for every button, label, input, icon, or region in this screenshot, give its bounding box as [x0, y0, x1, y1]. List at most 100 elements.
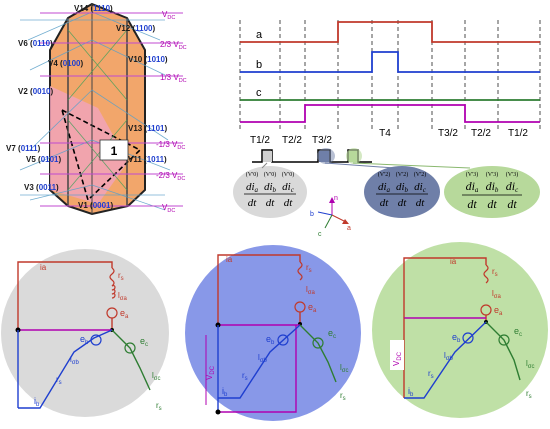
region-label: 1 [111, 144, 118, 158]
svg-text:rs: rs [340, 391, 346, 402]
derivative-group-0: (V'0) (V'0) (V'0) dia dib dic dt dt dt [233, 166, 307, 218]
svg-text:(V'3): (V'3) [486, 171, 498, 178]
svg-text:(V'2): (V'2) [378, 171, 390, 178]
svg-text:V14 (1110): V14 (1110) [74, 4, 113, 13]
svg-text:lσc: lσc [152, 371, 160, 382]
svg-text:dt: dt [248, 197, 258, 209]
svg-text:-1/3 VDC: -1/3 VDC [156, 140, 185, 151]
signal-a [240, 21, 540, 43]
svg-text:T3/2: T3/2 [438, 128, 458, 139]
svg-text:(V'0): (V'0) [264, 171, 276, 178]
svg-text:rs: rs [118, 271, 124, 282]
svg-text:n: n [334, 195, 338, 202]
svg-text:T4: T4 [379, 128, 391, 139]
svg-text:lσb: lσb [258, 353, 267, 364]
svg-text:V3 (0011): V3 (0011) [24, 183, 59, 192]
svg-text:ia: ia [450, 257, 457, 266]
signal-b-label: b [256, 59, 262, 71]
circuit-1-background [185, 245, 361, 421]
svg-text:(V'2): (V'2) [396, 171, 408, 178]
svg-text:VDC: VDC [205, 365, 216, 380]
circuit-0-background [1, 249, 169, 417]
svg-text:dia: dia [466, 179, 479, 194]
svg-text:dic: dic [282, 181, 295, 194]
svg-text:rs: rs [306, 263, 312, 274]
svg-text:dib: dib [486, 179, 499, 194]
derivative-group-1: (V'2) (V'2) (V'2) dia dib dic dt dt dt [364, 166, 440, 218]
signal-c-label: c [256, 87, 262, 99]
svg-text:VDC: VDC [392, 351, 403, 366]
svg-text:dib: dib [396, 181, 409, 194]
svg-text:dib: dib [264, 181, 277, 194]
derivative-group-2: (V'3) (V'3) (V'3) dia dib dic dt dt dt [444, 166, 540, 218]
svg-text:1/3 VDC: 1/3 VDC [160, 73, 187, 84]
svg-text:dia: dia [246, 181, 259, 194]
svg-text:ib: ib [34, 396, 40, 408]
svg-text:V7 (0111): V7 (0111) [6, 144, 41, 153]
svg-text:ib: ib [222, 386, 228, 398]
svg-text:T1/2: T1/2 [250, 135, 270, 146]
svg-text:c: c [318, 231, 322, 238]
axes-triad: n a b c [310, 195, 351, 238]
svg-text:dic: dic [414, 181, 427, 194]
svg-text:V4 (0100): V4 (0100) [48, 59, 83, 68]
svg-text:lσc: lσc [340, 363, 348, 374]
svg-text:dt: dt [416, 197, 426, 209]
svg-text:ec: ec [328, 328, 336, 340]
svg-text:ia: ia [40, 263, 47, 272]
svg-text:2/3 VDC: 2/3 VDC [160, 40, 187, 51]
svg-text:dt: dt [507, 197, 517, 211]
signal-a-label: a [256, 29, 263, 41]
svg-text:(V'0): (V'0) [246, 171, 258, 178]
svg-text:eb: eb [80, 334, 89, 346]
svg-text:lσa: lσa [306, 285, 315, 296]
svg-text:V6 (0110): V6 (0110) [18, 39, 53, 48]
svg-text:rs: rs [526, 389, 532, 400]
region-label-box [99, 139, 129, 161]
circuit-2: ia rs lσa ea eb lσb rs ib ec lσc rs VDC [372, 242, 548, 418]
svg-text:V13 (1101): V13 (1101) [128, 124, 167, 133]
svg-text:rs: rs [428, 369, 434, 380]
svg-text:V10 (1010): V10 (1010) [128, 55, 168, 64]
svg-text:dt: dt [398, 197, 408, 209]
svg-text:T2/2: T2/2 [282, 135, 302, 146]
timing-diagram: a b c T1/2 T2/2 T3/2 T4 T3/2 T2/2 T1/2 [239, 20, 541, 164]
svg-text:lσa: lσa [492, 289, 501, 300]
svg-text:dt: dt [284, 197, 294, 209]
svg-text:T1/2: T1/2 [508, 128, 528, 139]
svg-text:ec: ec [140, 336, 148, 348]
svg-text:rs: rs [156, 401, 162, 412]
svg-text:dt: dt [380, 197, 390, 209]
svg-text:rs: rs [492, 267, 498, 278]
signal-b [240, 51, 540, 73]
svg-text:VDC: VDC [162, 203, 175, 214]
svg-text:V5 (0101): V5 (0101) [26, 155, 61, 164]
svg-text:ea: ea [120, 308, 129, 320]
svg-text:lσc: lσc [526, 359, 534, 370]
svg-text:T2/2: T2/2 [471, 128, 491, 139]
svg-text:dt: dt [266, 197, 276, 209]
svg-text:lσb: lσb [70, 355, 79, 366]
svg-text:eb: eb [266, 334, 275, 346]
svg-text:T3/2: T3/2 [312, 135, 332, 146]
svg-text:b: b [310, 211, 314, 218]
svg-text:a: a [347, 225, 351, 232]
svg-text:ea: ea [308, 302, 317, 314]
svg-text:lσb: lσb [444, 351, 453, 362]
svg-text:rs: rs [242, 371, 248, 382]
svg-text:(V'2): (V'2) [414, 171, 426, 178]
vector-label: V14 [74, 4, 89, 13]
svg-text:lσa: lσa [118, 291, 127, 302]
svg-text:dt: dt [467, 197, 477, 211]
circuit-0: ia rs lσa ea eb lσb rs ib ec lσc rs [1, 249, 169, 417]
svg-text:V2 (0010): V2 (0010) [18, 87, 53, 96]
svg-text:ib: ib [408, 386, 414, 398]
svg-text:V1 (0001): V1 (0001) [78, 201, 113, 210]
svg-text:-2/3 VDC: -2/3 VDC [156, 171, 185, 182]
svg-text:dia: dia [378, 181, 391, 194]
svg-text:ea: ea [494, 305, 503, 317]
svg-text:(V'3): (V'3) [466, 171, 478, 178]
svg-text:V11 (1011): V11 (1011) [128, 155, 167, 164]
signal-common [240, 104, 540, 123]
